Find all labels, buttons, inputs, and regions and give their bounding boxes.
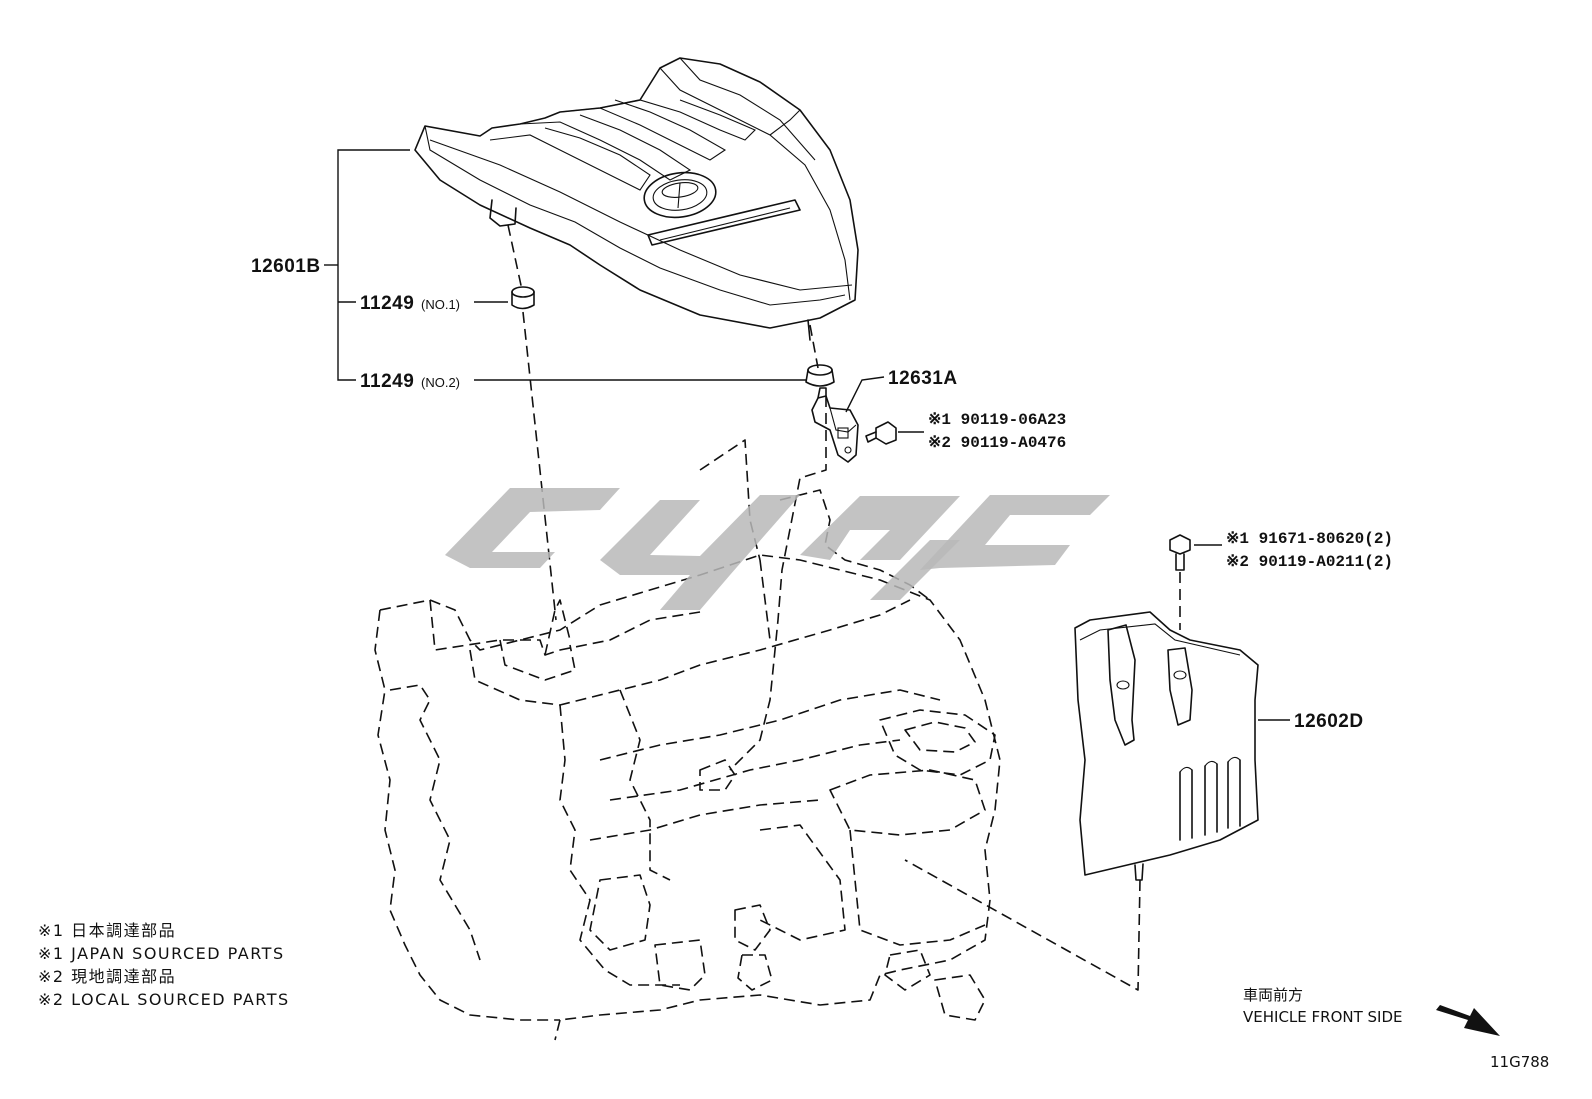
grommet-no1[interactable] xyxy=(511,286,535,310)
engine-cover-12601B[interactable] xyxy=(414,57,859,341)
callout-bracket: 12631A xyxy=(888,368,958,389)
vehicle-front-arrow-icon xyxy=(1436,1005,1500,1036)
direction-label-jp: 車両前方 xyxy=(1243,986,1303,1004)
callout-grommet-no2-tag: (NO.2) xyxy=(421,375,460,390)
legend-line-2: ※1 JAPAN SOURCED PARTS xyxy=(38,944,285,963)
legend-line-3: ※2 現地調達部品 xyxy=(38,967,176,986)
engine-block-outline xyxy=(374,439,1001,1041)
side-cover-bolt[interactable] xyxy=(1169,534,1191,571)
legend-line-1: ※1 日本調達部品 xyxy=(38,921,176,940)
callout-side-cover: 12602D xyxy=(1294,711,1364,732)
callout-grommet-no1-tag: (NO.1) xyxy=(421,297,460,312)
leader-lines xyxy=(324,149,1290,721)
grommet-no2[interactable] xyxy=(805,364,835,387)
bolt-bracket-japan: ※1 90119-06A23 xyxy=(928,411,1066,429)
figure-id: 11G788 xyxy=(1490,1053,1549,1071)
bracket-bolt[interactable] xyxy=(865,421,897,445)
side-cover-12602D[interactable] xyxy=(1074,611,1259,881)
assembly-lines xyxy=(507,224,1181,991)
callout-engine-cover: 12601B xyxy=(251,256,321,277)
direction-label-en: VEHICLE FRONT SIDE xyxy=(1243,1008,1403,1026)
callout-grommet-no2-part: 11249 xyxy=(360,371,414,392)
bolt-side-local: ※2 90119-A0211(2) xyxy=(1226,553,1393,571)
legend-line-4: ※2 LOCAL SOURCED PARTS xyxy=(38,990,290,1009)
bolt-bracket-local: ※2 90119-A0476 xyxy=(928,434,1066,452)
callout-grommet-no1-part: 11249 xyxy=(360,293,414,314)
bolt-side-japan: ※1 91671-80620(2) xyxy=(1226,530,1393,548)
watermark-logo xyxy=(445,488,1110,610)
bracket-12631A[interactable] xyxy=(811,387,859,463)
